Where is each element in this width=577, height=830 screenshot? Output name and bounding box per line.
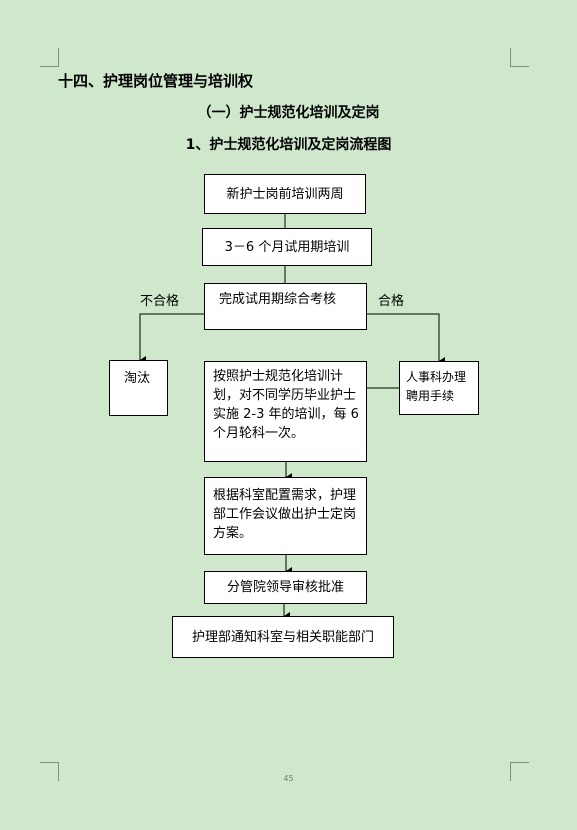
- corner-mark-top-right: [510, 48, 529, 67]
- flow-step-position-plan: 根据科室配置需求，护理部工作会议做出护士定岗方案。: [204, 477, 367, 555]
- flow-step-probation-training: 3－6 个月试用期培训: [202, 228, 372, 266]
- arrow-step3-to-fail: [139, 313, 204, 364]
- flow-result-hiring-procedure: 人事科办理聘用手续: [399, 361, 479, 415]
- pass-label: 合格: [378, 294, 405, 309]
- corner-mark-bottom-left: [40, 762, 59, 781]
- page-number: 45: [283, 774, 294, 783]
- flow-step-leader-approval: 分管院领导审核批准: [204, 571, 367, 604]
- corner-mark-top-left: [40, 48, 59, 67]
- flow-result-eliminated: 淘汰: [109, 360, 168, 416]
- flow-step-pre-job-training: 新护士岗前培训两周: [204, 174, 366, 214]
- section-heading: 十四、护理岗位管理与培训权: [58, 72, 254, 90]
- flow-step-comprehensive-assessment: 完成试用期综合考核: [204, 283, 367, 330]
- flowchart-title: 1、护士规范化培训及定岗流程图: [185, 137, 392, 153]
- arrow-step3-to-pass: [367, 313, 445, 365]
- flow-step-notify-departments: 护理部通知科室与相关职能部门: [172, 616, 394, 658]
- corner-mark-bottom-right: [510, 762, 529, 781]
- flow-step-standardized-training: 按照护士规范化培训计划，对不同学历毕业护士实施 2-3 年的培训，每 6 个月轮…: [204, 361, 367, 462]
- fail-label: 不合格: [140, 294, 180, 309]
- subsection-heading: （一）护士规范化培训及定岗: [197, 105, 380, 121]
